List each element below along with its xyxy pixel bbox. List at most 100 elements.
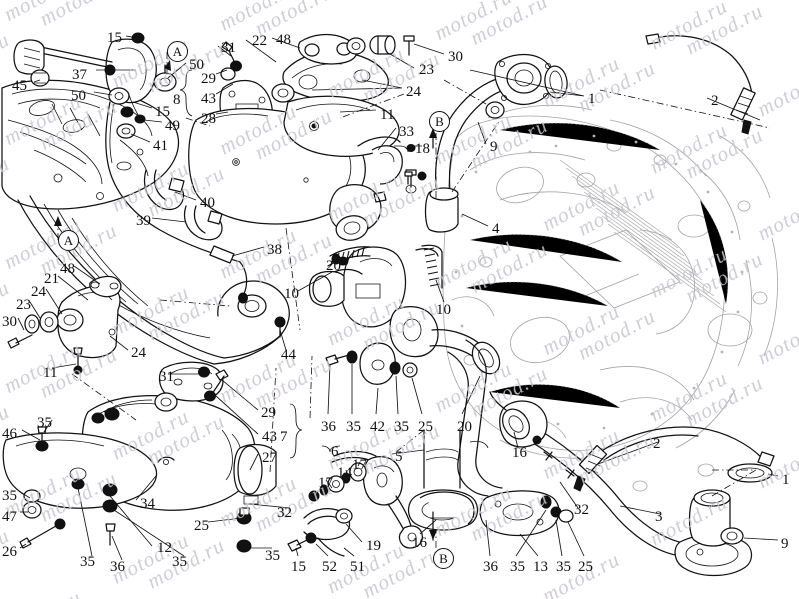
callout-number: 39 [136,213,151,229]
callout-number: 35 [510,559,525,575]
callout-number: 50 [189,57,204,73]
section-marker: A [58,230,79,251]
callout-number: 37 [72,67,87,83]
callout-number: 52 [322,559,337,575]
callout-number: 27 [262,450,277,466]
callout-number: 26 [2,544,17,560]
callout-number: 25 [418,419,433,435]
callout-number: 48 [276,32,291,48]
callout-number: 41 [153,138,168,154]
callout-number: 2 [653,436,661,452]
header-pipe-front [404,33,756,233]
group-brackets [179,69,422,459]
callout-number: 49 [165,118,180,134]
callout-number: 40 [200,195,215,211]
callout-number: 13 [533,559,548,575]
callout-number: 24 [131,345,146,361]
callout-number: 51 [350,559,365,575]
callout-number: 11 [380,107,395,123]
callout-number: 31 [159,369,174,385]
callout-number: 10 [436,302,451,318]
callout-number: 8 [173,92,181,108]
callout-number: 19 [366,538,381,554]
callout-number: 29 [261,405,276,421]
callout-number: 45 [12,78,27,94]
callout-number: 30 [448,49,463,65]
callout-number: 32 [574,502,589,518]
callout-number: 18 [415,141,430,157]
callout-number: 5 [395,449,403,465]
callout-number: 35 [80,554,95,570]
callout-number: 35 [265,548,280,564]
callout-number: 7 [280,429,288,445]
callout-number: 35 [556,559,571,575]
callout-number: 43 [262,429,277,445]
callout-number: 3 [655,509,663,525]
callout-number: 9 [490,139,498,155]
callout-number: 36 [110,559,125,575]
callout-number: 35 [2,488,17,504]
callout-number: 15 [107,30,122,46]
callout-number: 10 [284,286,299,302]
callout-number: 12 [157,540,172,556]
section-marker: B [433,548,454,569]
callout-number: 16 [412,535,427,551]
callout-number: 46 [2,426,17,442]
callout-number: 6 [331,444,339,460]
callout-number: 23 [16,297,31,313]
callout-number: 35 [37,415,52,431]
callout-number: 17 [318,475,333,491]
callout-number: 20 [326,258,341,274]
callout-number: 50 [71,88,86,104]
callout-number: 2 [711,93,719,109]
callout-number: 21 [44,271,59,287]
callout-number: 34 [140,496,155,512]
callout-number: 35 [172,554,187,570]
callout-number: 31 [221,40,236,56]
section-marker: B [429,111,450,132]
callout-number: 43 [201,91,216,107]
callout-number: 35 [346,419,361,435]
callout-number: 1 [588,91,596,107]
callout-number: 25 [194,518,209,534]
callout-number: 4 [492,221,500,237]
callout-number: 17 [352,457,367,473]
callout-number: 36 [483,559,498,575]
clamp-40 [143,169,185,211]
ecu-bracket-assembly [13,32,248,304]
callout-number: 15 [291,559,306,575]
callout-number: 14 [337,465,352,481]
section-arrows [54,60,437,541]
center-linkage [274,244,501,385]
callout-number: 28 [201,111,216,127]
callout-number: 23 [419,62,434,78]
lower-silencer [2,361,277,553]
callout-number: 24 [31,284,46,300]
callout-number: 24 [406,84,421,100]
upper-silencer [188,95,417,241]
callout-number: 48 [60,261,75,277]
rear-exhaust-pipe [419,339,775,577]
callout-number: 22 [252,33,267,49]
callout-number: 1 [782,472,790,488]
callout-number: 16 [512,445,527,461]
lower-left-bracket [7,275,122,375]
section-marker: A [167,41,188,62]
callout-number: 9 [781,536,789,552]
callout-number: 38 [267,242,282,258]
callout-number: 36 [321,419,336,435]
callout-number: 29 [201,71,216,87]
callout-number: 32 [277,505,292,521]
callout-number: 47 [2,509,17,525]
callout-number: 44 [281,347,296,363]
leader-lines [17,35,779,561]
callout-number: 30 [2,314,17,330]
callout-number: 42 [370,419,385,435]
callout-number: 25 [578,559,593,575]
callout-number: 35 [394,419,409,435]
callout-number: 33 [399,124,414,140]
callout-number: 20 [457,419,472,435]
callout-number: 11 [43,365,58,381]
